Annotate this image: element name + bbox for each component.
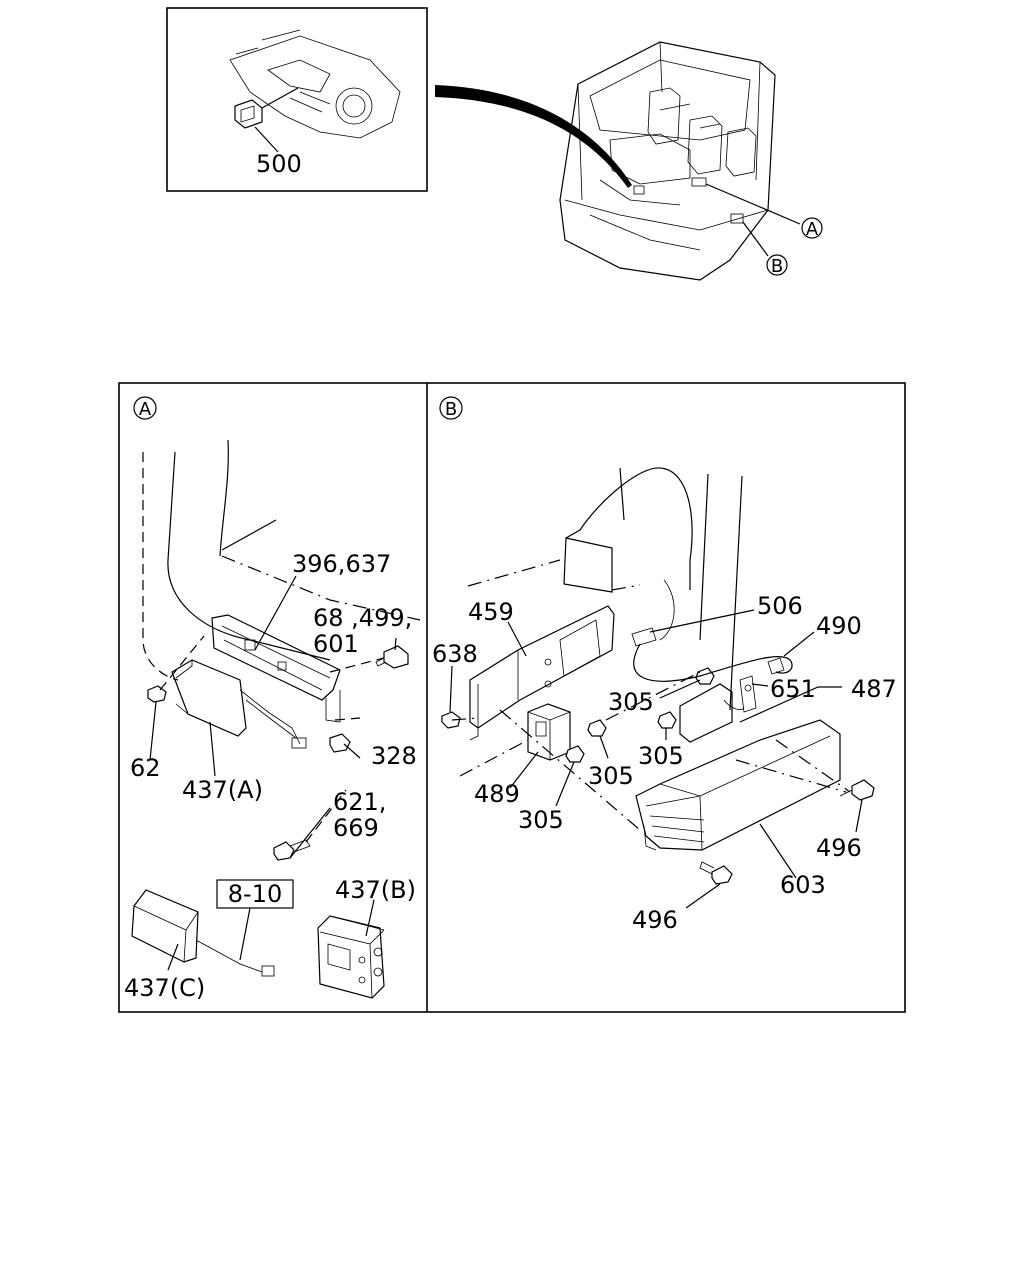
label-496-b: 496 bbox=[632, 906, 678, 934]
nut-305-b bbox=[565, 745, 585, 763]
label-62: 62 bbox=[130, 754, 161, 782]
unit-437a bbox=[171, 659, 247, 737]
bolt-638 bbox=[441, 711, 461, 729]
label-603: 603 bbox=[780, 871, 826, 899]
callout-b-label: B bbox=[771, 256, 783, 277]
bracket-459 bbox=[469, 605, 615, 729]
label-651: 651 bbox=[770, 675, 816, 703]
label-669: 669 bbox=[333, 814, 379, 842]
bolt-496-a bbox=[851, 779, 875, 801]
panel-b-badge-circle bbox=[439, 396, 463, 420]
label-506: 506 bbox=[757, 592, 803, 620]
inset-detail: 500 bbox=[166, 7, 428, 192]
label-638: 638 bbox=[432, 640, 478, 668]
case-603 bbox=[635, 719, 841, 851]
cab-illustration: A B bbox=[559, 41, 823, 281]
callout-a-circle bbox=[801, 217, 823, 239]
label-437b: 437(B) bbox=[335, 876, 416, 904]
label-328: 328 bbox=[371, 742, 417, 770]
label-305-a: 305 bbox=[608, 688, 654, 716]
label-305-d: 305 bbox=[518, 806, 564, 834]
label-459: 459 bbox=[468, 598, 514, 626]
panel-a: A bbox=[124, 396, 421, 1002]
bracket-396 bbox=[211, 614, 341, 701]
label-490: 490 bbox=[816, 612, 862, 640]
callout-b-circle bbox=[766, 254, 788, 276]
bolt-496-b bbox=[711, 865, 733, 885]
label-601: 601 bbox=[313, 630, 359, 658]
callout-a-label: A bbox=[806, 219, 819, 240]
label-68-499: 68 ,499, bbox=[313, 604, 412, 632]
label-305-b: 305 bbox=[638, 742, 684, 770]
label-437a: 437(A) bbox=[182, 776, 263, 804]
panel-b: B bbox=[432, 396, 897, 934]
label-8-10: 8-10 bbox=[228, 880, 282, 908]
nut-305-a bbox=[587, 719, 607, 737]
nut-305-c bbox=[695, 667, 715, 685]
ref-box-8-10 bbox=[216, 879, 294, 909]
screw-68 bbox=[383, 645, 409, 669]
sensor-651 bbox=[679, 683, 733, 743]
label-487: 487 bbox=[851, 675, 897, 703]
main-frame bbox=[118, 382, 906, 1013]
panel-b-badge: B bbox=[445, 399, 457, 420]
nut-305-d bbox=[657, 711, 677, 729]
label-489: 489 bbox=[474, 780, 520, 808]
label-396-637: 396,637 bbox=[292, 550, 391, 578]
panel-a-badge: A bbox=[139, 399, 152, 420]
switch-500 bbox=[234, 99, 263, 129]
label-500: 500 bbox=[256, 150, 302, 178]
nut-62 bbox=[147, 685, 167, 703]
panel-a-badge-circle bbox=[133, 396, 157, 420]
inset-frame bbox=[166, 7, 428, 192]
label-621: 621, bbox=[333, 788, 386, 816]
label-305-c: 305 bbox=[588, 762, 634, 790]
inset-pointer-arrow bbox=[435, 85, 632, 188]
nut-328 bbox=[329, 733, 351, 753]
label-496-a: 496 bbox=[816, 834, 862, 862]
label-437c: 437(C) bbox=[124, 974, 205, 1002]
unit-437c bbox=[131, 889, 199, 963]
